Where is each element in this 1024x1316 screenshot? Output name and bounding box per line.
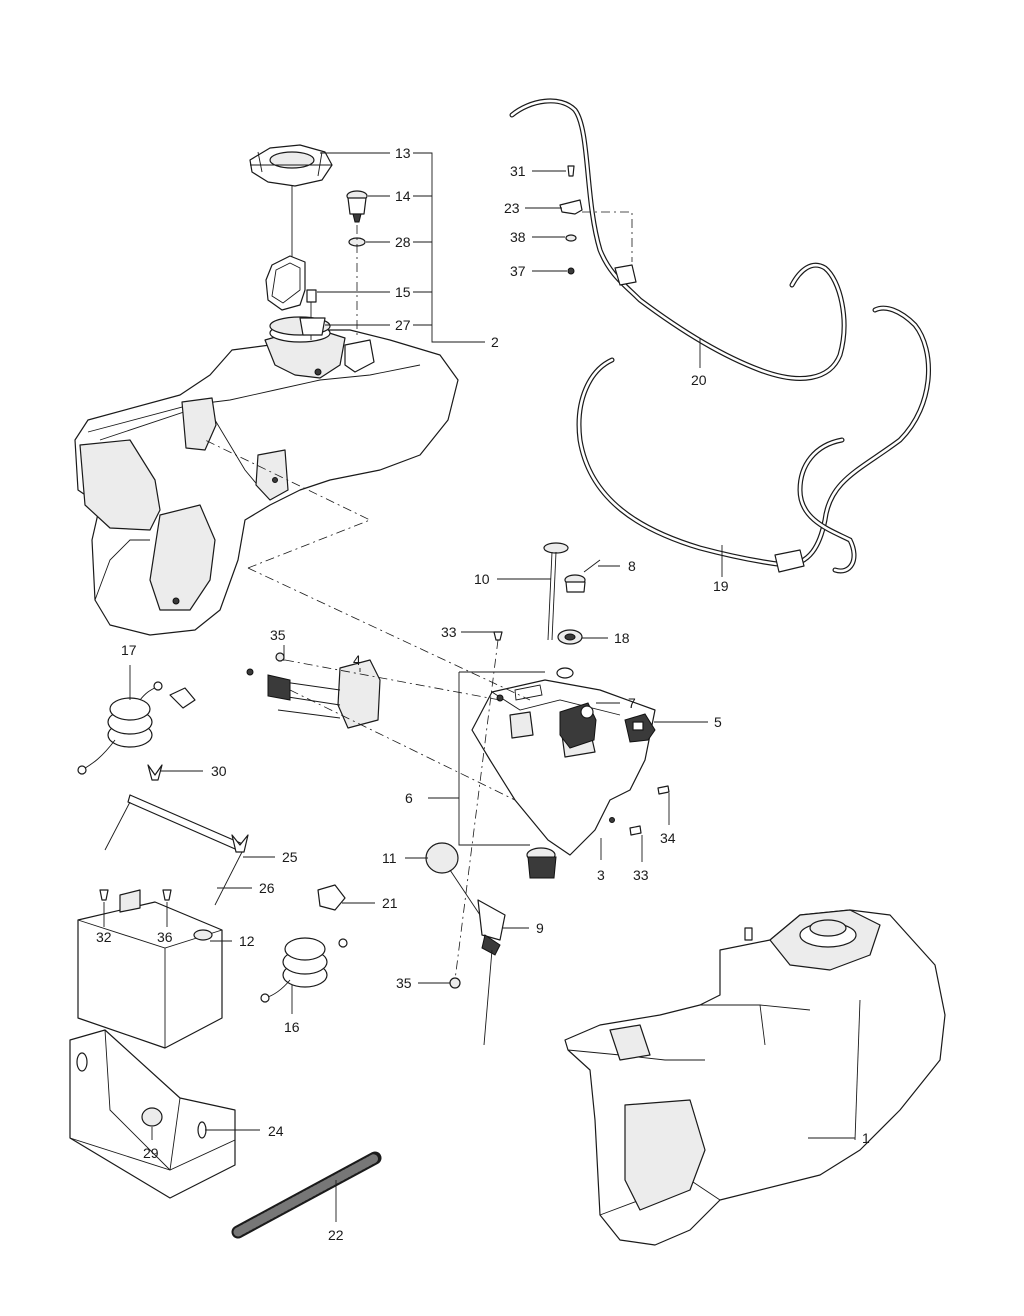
battery-holddown [104,794,249,906]
callout-30: 30 [211,763,227,779]
leader-lines [103,152,855,1222]
fuel-tank [564,909,946,1246]
assembly-line-relay [289,689,516,801]
callout-33-top: 33 [441,624,457,640]
callout-7: 7 [628,695,636,711]
callout-22: 22 [328,1227,344,1243]
callout-36: 36 [157,929,173,945]
spring-22 [231,1151,382,1239]
callout-10: 10 [474,571,490,587]
callout-23: 23 [504,200,520,216]
callout-31: 31 [510,163,526,179]
callout-37: 37 [510,263,526,279]
key-switch [624,713,656,743]
vent-valve [346,190,368,223]
fuel-cap [249,144,333,258]
bolt-32 [99,889,109,901]
light-switch [526,847,557,879]
assembly-line-nut [284,659,501,701]
callout-8: 8 [628,558,636,574]
battery-cable-17 [77,681,196,775]
callout-2: 2 [491,334,499,350]
fuel-gauge [299,317,326,336]
hose-clamp-19 [774,549,805,573]
assembly-line-panel [247,567,531,701]
callout-16: 16 [284,1019,300,1035]
callout-13: 13 [395,145,411,161]
nut-35-bottom [449,977,461,989]
callout-3: 3 [597,867,605,883]
callout-5: 5 [714,714,722,730]
fuel-hose-19 [576,305,931,574]
callout-28: 28 [395,234,411,250]
callout-33-bottom: 33 [633,867,649,883]
callout-20: 20 [691,372,707,388]
grommet-29 [141,1107,163,1127]
bolt-36 [162,889,172,901]
callout-11: 11 [382,850,397,866]
bolt [493,631,503,641]
callout-labels: 13 14 28 15 27 2 31 23 38 37 20 19 10 8 … [96,145,870,1243]
assembly-line-tank [204,439,371,569]
callout-15: 15 [395,284,411,300]
callout-24: 24 [268,1123,284,1139]
callout-6: 6 [405,790,413,806]
callout-35-bottom: 35 [396,975,412,991]
hardware-stack [559,165,633,275]
callout-38: 38 [510,229,526,245]
ignition-switch [559,702,597,749]
callout-9: 9 [536,920,544,936]
assembly-line-bolt [454,639,499,981]
bolt-right-33 [629,825,642,836]
callout-18: 18 [614,630,630,646]
nut-35-top [275,652,285,662]
wing-nut-30 [147,764,163,781]
callout-29: 29 [143,1145,159,1161]
callout-1: 1 [862,1130,870,1146]
hose-clamp [614,264,637,286]
relay-module [246,659,381,729]
callout-14: 14 [395,188,411,204]
callout-4: 4 [353,652,361,668]
connector-21 [317,884,346,911]
callout-35-top: 35 [270,627,286,643]
callout-17: 17 [121,642,137,658]
callout-19: 19 [713,578,729,594]
battery [77,889,223,1049]
throttle-lever [425,842,506,1046]
throttle-knob [556,559,601,679]
fuel-tank-assembly [74,316,459,636]
callout-32: 32 [96,929,112,945]
callout-27: 27 [395,317,411,333]
choke-cable [543,542,569,641]
callout-25: 25 [282,849,298,865]
battery-cable-16 [260,937,348,1003]
bolt-34 [657,785,670,795]
callout-26: 26 [259,880,275,896]
callout-12: 12 [239,933,255,949]
cap-gasket [265,255,306,311]
callout-21: 21 [382,895,398,911]
fuel-hose-20 [509,98,847,381]
callout-34: 34 [660,830,676,846]
